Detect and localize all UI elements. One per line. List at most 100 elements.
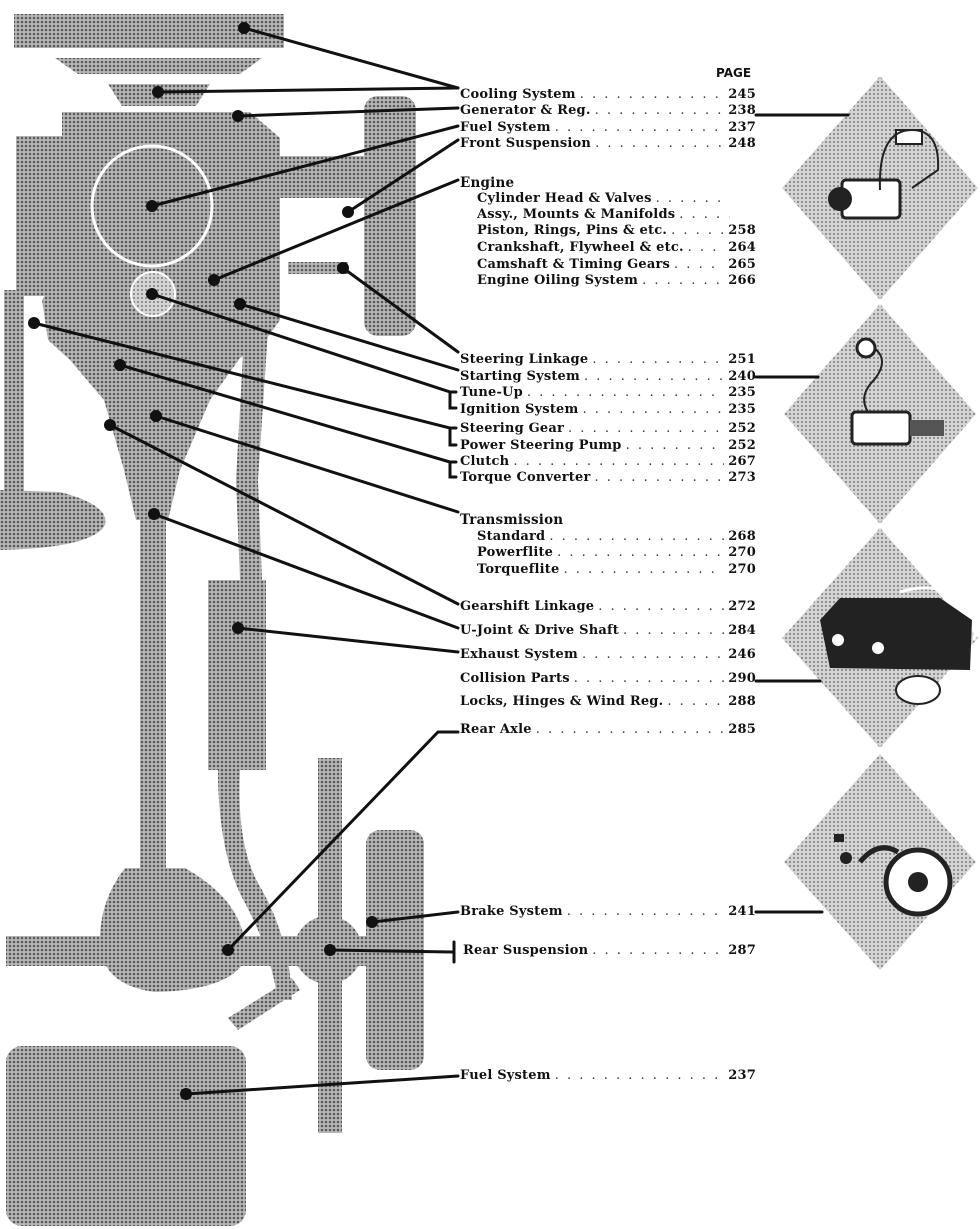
toc-power-steering-pump[interactable]: Power Steering Pump252	[460, 438, 756, 455]
muffler	[208, 580, 266, 770]
drive-shaft	[140, 510, 166, 880]
toc-label: Transmission	[460, 512, 564, 528]
toc-collision-parts[interactable]: Collision Parts 290	[460, 671, 756, 688]
toc-fuel-system-front[interactable]: Fuel System237	[460, 120, 756, 137]
toc-steering-linkage[interactable]: Steering Linkage 251	[460, 352, 756, 369]
toc-engine-oiling[interactable]: Engine Oiling System266	[477, 273, 756, 290]
toc-generator[interactable]: Generator & Reg.238	[460, 103, 756, 120]
leader-dots	[28, 22, 378, 1100]
toc-page: 265	[728, 257, 756, 272]
toc-trans-powerflite[interactable]: Powerflite270	[477, 545, 756, 562]
toc-engine-cylinder-head[interactable]: Cylinder Head & Valves	[477, 191, 756, 208]
toc-ujoint-drive-shaft[interactable]: U-Joint & Drive Shaft284	[460, 623, 756, 640]
leader-dots-text	[582, 647, 724, 662]
toc-page: 237	[728, 120, 756, 135]
steering-column	[4, 290, 24, 510]
toc-label: U-Joint & Drive Shaft	[460, 623, 619, 638]
leader-dots-text	[555, 1068, 725, 1083]
toc-label: Crankshaft, Flywheel & etc.	[477, 240, 684, 255]
toc-page: 258	[728, 223, 756, 238]
leader-dots-text	[555, 120, 725, 135]
leader-dots-text	[667, 694, 724, 709]
leader-dots-text	[568, 421, 724, 436]
toc-page: 241	[728, 904, 756, 919]
toc-trans-standard[interactable]: Standard268	[477, 529, 756, 546]
front-wheel	[364, 96, 416, 336]
toc-page: 248	[728, 136, 756, 151]
steering-wheel	[0, 490, 106, 550]
toc-locks-hinges[interactable]: Locks, Hinges & Wind Reg.288	[460, 694, 756, 711]
leader-dots-text	[626, 438, 725, 453]
toc-label: Torque Converter	[460, 470, 591, 485]
leader-dots-text	[595, 136, 724, 151]
toc-tune-up[interactable]: Tune-Up235	[460, 385, 756, 402]
toc-page: 238	[728, 103, 756, 118]
toc-page: 287	[728, 943, 756, 958]
starter-motor-icon	[784, 304, 976, 524]
car-front-icon	[782, 528, 980, 748]
toc-exhaust-system[interactable]: Exhaust System 246	[460, 647, 756, 664]
radiator-top	[55, 58, 262, 74]
toc-page: 288	[728, 694, 756, 709]
leader-dots-text	[549, 529, 724, 544]
toc-label: Collision Parts	[460, 671, 570, 686]
toc-brake-system[interactable]: Brake System 241	[460, 904, 756, 921]
chassis-silhouette	[0, 14, 424, 1226]
fuel-tank	[6, 1046, 246, 1226]
toc-front-suspension[interactable]: Front Suspension 248	[460, 136, 756, 153]
leader-dots-text	[688, 240, 725, 255]
leader-dots-text	[656, 191, 730, 206]
toc-gearshift-linkage[interactable]: Gearshift Linkage272	[460, 599, 756, 616]
toc-fuel-system-rear[interactable]: Fuel System237	[460, 1068, 756, 1085]
toc-label: Piston, Rings, Pins & etc.	[477, 223, 668, 238]
toc-steering-gear[interactable]: Steering Gear252	[460, 421, 756, 438]
toc-engine-camshaft[interactable]: Camshaft & Timing Gears265	[477, 257, 756, 274]
toc-trans-torqueflite[interactable]: Torqueflite270	[477, 562, 756, 579]
toc-page: 290	[728, 671, 756, 686]
toc-page: 267	[728, 454, 756, 469]
toc-page: 252	[728, 438, 756, 453]
toc-page: 245	[728, 87, 756, 102]
toc-transmission-heading: Transmission	[460, 512, 756, 529]
toc-page: 251	[728, 352, 756, 367]
toc-ignition-system[interactable]: Ignition System235	[460, 402, 756, 419]
toc-page: 246	[728, 647, 756, 662]
leader-dots-text	[584, 369, 724, 384]
toc-page: 252	[728, 421, 756, 436]
toc-page: 273	[728, 470, 756, 485]
toc-label: Engine Oiling System	[477, 273, 639, 288]
toc-rear-axle[interactable]: Rear Axle285	[460, 722, 756, 739]
toc-page: 268	[728, 529, 756, 544]
toc-torque-converter[interactable]: Torque Converter 273	[460, 470, 756, 487]
toc-engine-piston[interactable]: Piston, Rings, Pins & etc. 258	[477, 223, 756, 240]
toc-engine-crankshaft[interactable]: Crankshaft, Flywheel & etc.264	[477, 240, 756, 257]
toc-page: 270	[728, 545, 756, 560]
leader-dots-text	[671, 223, 724, 238]
spare-pipe	[228, 978, 300, 1030]
leader-dots-text	[567, 904, 724, 919]
toc-label: Clutch	[460, 454, 510, 469]
toc-label: Rear Suspension	[463, 943, 589, 958]
toc-label: Steering Linkage	[460, 352, 589, 367]
toc-label: Exhaust System	[460, 647, 578, 662]
steering-arm	[288, 262, 348, 274]
toc-cooling-system[interactable]: Cooling System245	[460, 87, 756, 104]
toc-page: 240	[728, 369, 756, 384]
engine-block	[42, 112, 280, 520]
toc-clutch[interactable]: Clutch 267	[460, 454, 756, 471]
leader-dots-text	[623, 623, 724, 638]
leader-dots-text	[513, 454, 724, 469]
toc-label: Rear Axle	[460, 722, 532, 737]
toc-label: Front Suspension	[460, 136, 592, 151]
toc-label: Torqueflite	[477, 562, 560, 577]
brake-drum-icon	[784, 754, 976, 970]
toc-label: Engine	[460, 175, 515, 191]
page-column-header: PAGE	[716, 66, 752, 80]
toc-rear-suspension[interactable]: Rear Suspension 287	[463, 943, 756, 960]
toc-label: Assy., Mounts & Manifolds	[477, 207, 676, 222]
toc-label: Brake System	[460, 904, 563, 919]
toc-engine-assy[interactable]: Assy., Mounts & Manifolds	[477, 207, 756, 224]
toc-starting-system[interactable]: Starting System240	[460, 369, 756, 386]
toc-label: Fuel System	[460, 1068, 551, 1083]
